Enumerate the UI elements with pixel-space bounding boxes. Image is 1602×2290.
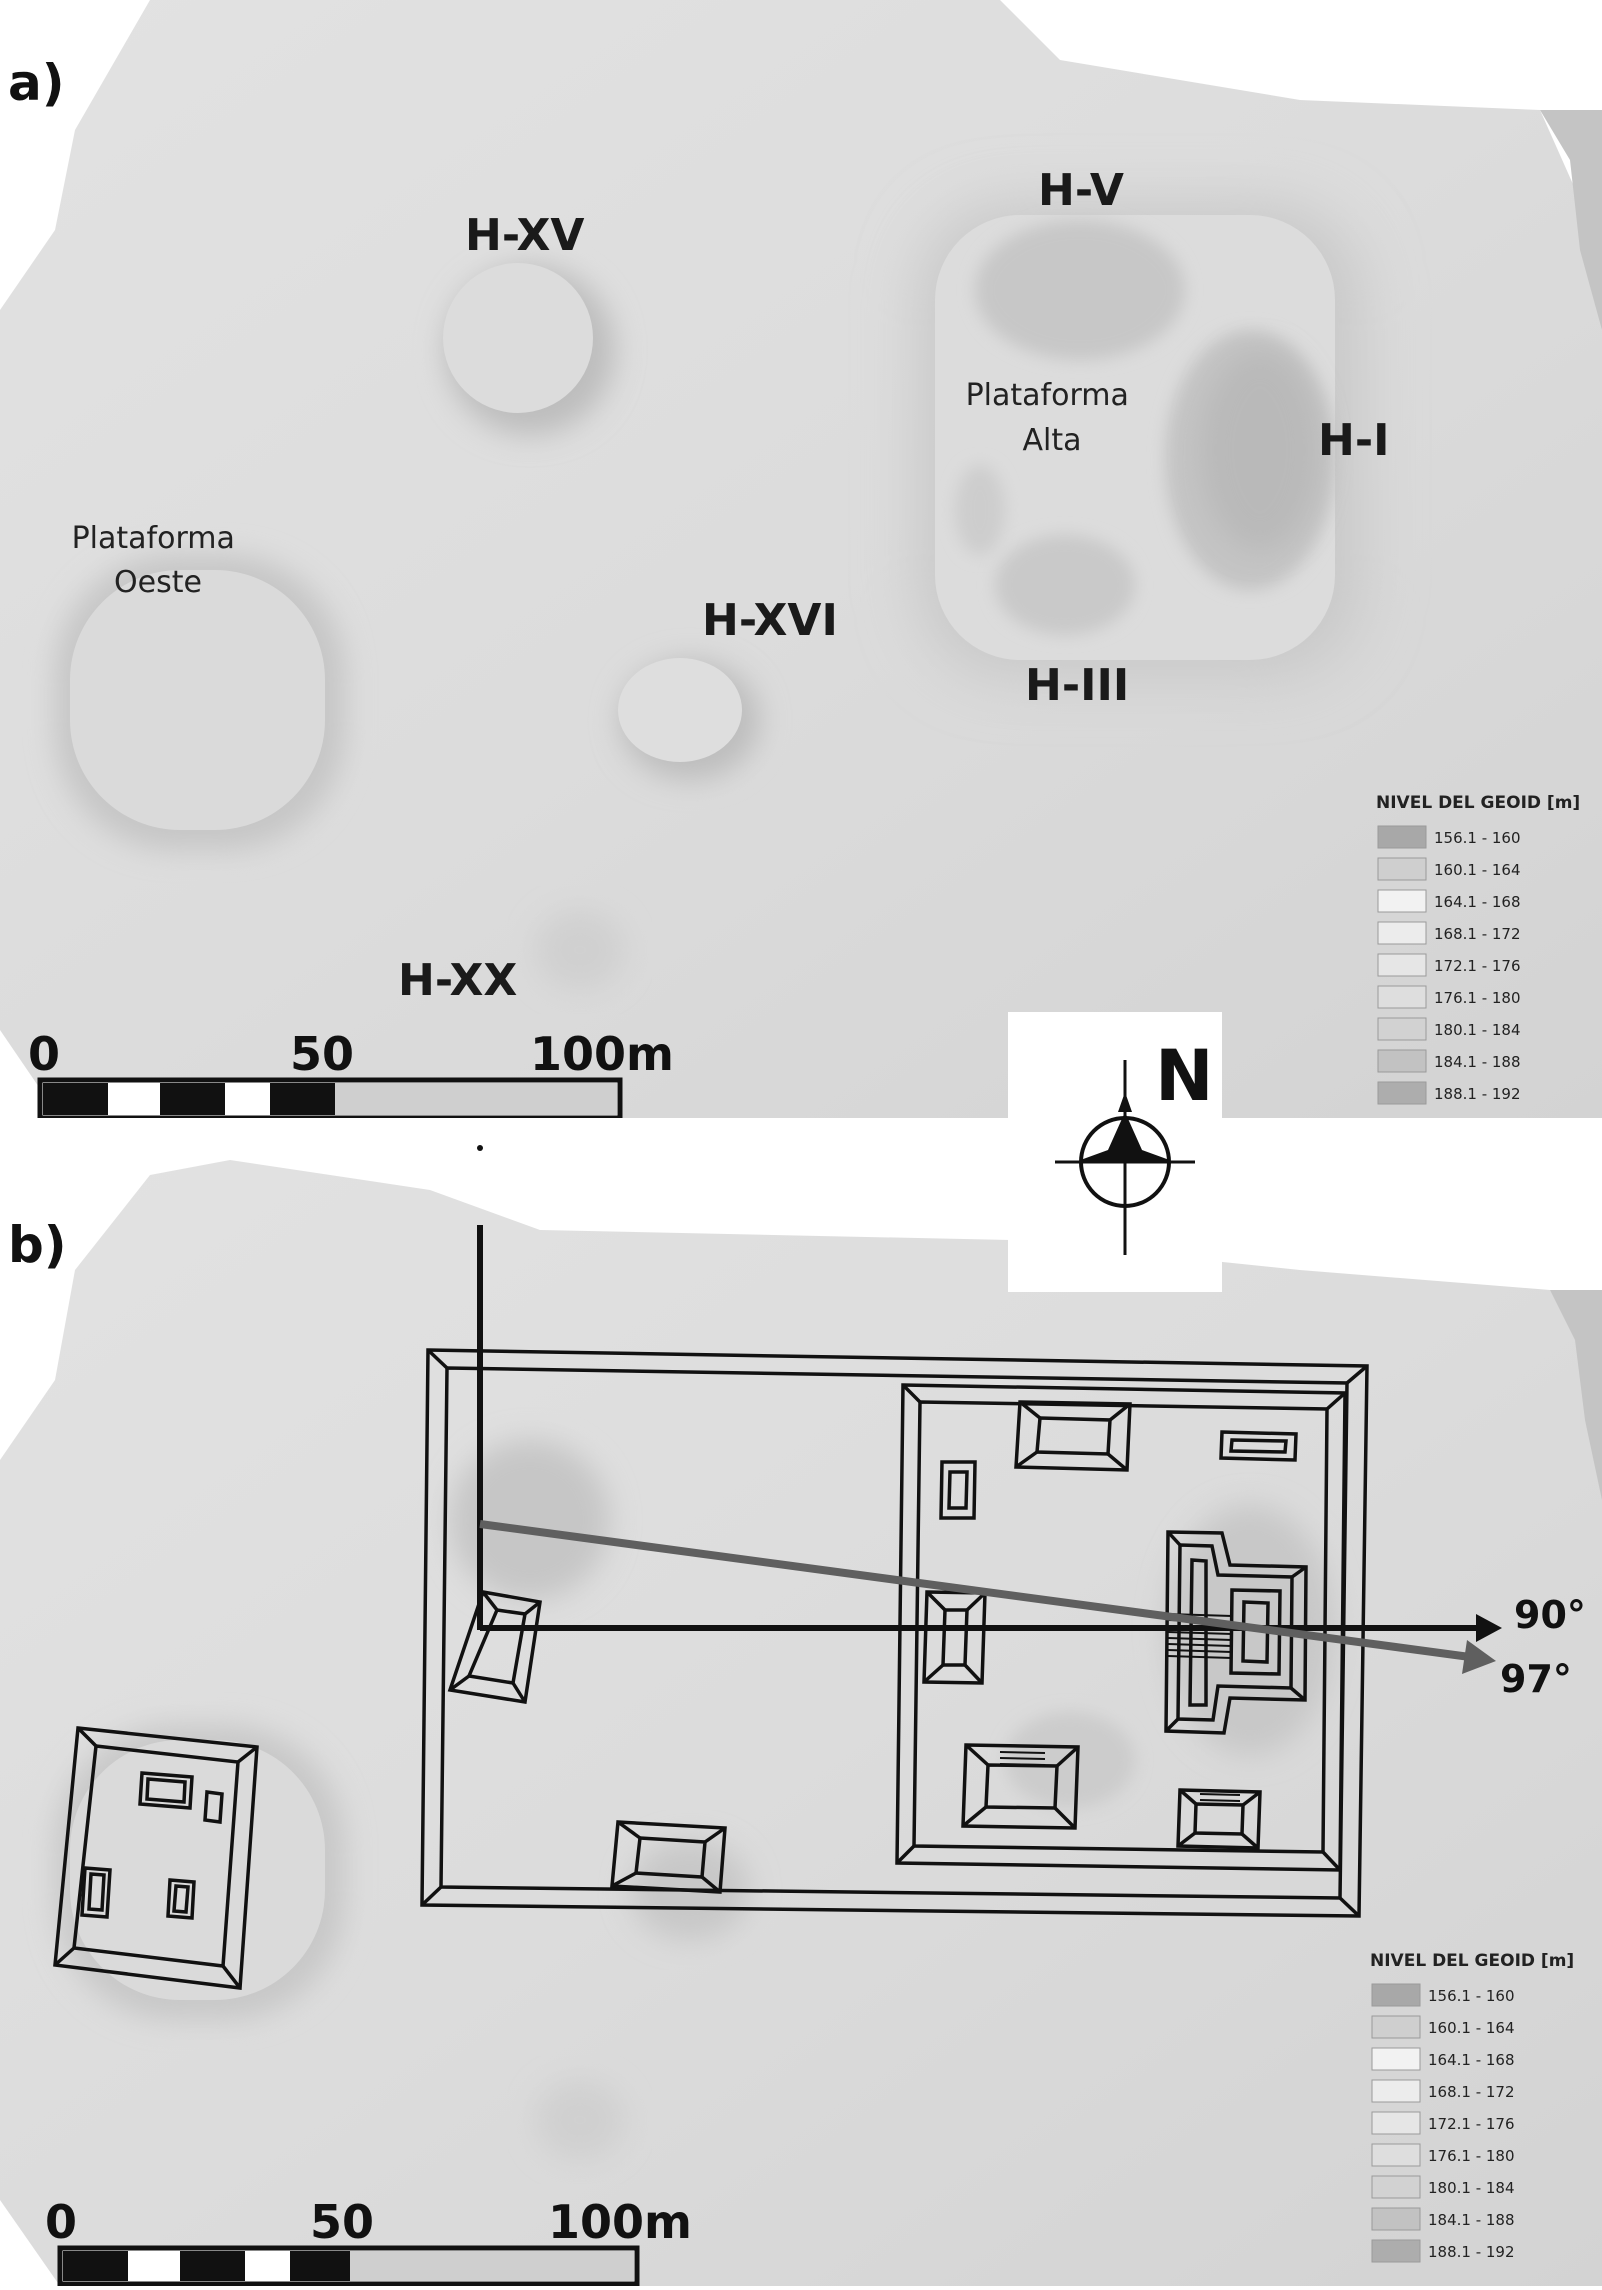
legend-b-swatch [1371, 2143, 1421, 2167]
legend-a-item-label: 176.1 - 180 [1434, 989, 1521, 1007]
legend-b-swatch [1371, 2079, 1421, 2103]
label-h-iii: H-III [1025, 660, 1129, 711]
azimuth-97-line [479, 1520, 1471, 1661]
mound-h-xvi [618, 658, 760, 780]
mound-plataforma-alta [920, 205, 1360, 675]
label-h-xvi: H-XVI [702, 595, 838, 646]
legend-a-swatch [1377, 953, 1427, 977]
legend-a-swatch [1377, 825, 1427, 849]
legend-b-swatch [1371, 2047, 1421, 2071]
scale-a-tick-0: 0 [28, 1027, 60, 1081]
structure-west-inner [922, 1590, 987, 1685]
architectural-overlay [53, 1348, 1369, 1990]
scale-b-tick-100: 100m [548, 2195, 692, 2249]
legend-b-swatch [1371, 2015, 1421, 2039]
legend-a-item-label: 168.1 - 172 [1434, 925, 1521, 943]
mound-h-xv [443, 263, 615, 435]
legend-a-swatch [1377, 857, 1427, 881]
mound-plataforma-oeste [55, 555, 345, 850]
panel-b-map: 90° 97° b) 0 50 100m NIVEL DEL GEOID [m]… [0, 1145, 1602, 2287]
structure-h-xv [447, 1590, 542, 1705]
legend-b-swatch [1371, 2175, 1421, 2199]
legend-a-swatch [1377, 1081, 1427, 1105]
scale-a-tick-100: 100m [530, 1027, 674, 1081]
legend-b-title: NIVEL DEL GEOID [m] [1370, 1951, 1574, 1971]
panel-b-label: b) [8, 1216, 67, 1274]
legend-b-item-label: 180.1 - 184 [1428, 2179, 1515, 2197]
structure-se-stairs [1199, 1793, 1241, 1802]
mound-h-xx [535, 910, 625, 990]
legend-b-item-label: 168.1 - 172 [1428, 2083, 1515, 2101]
north-arrow: N [1008, 1012, 1222, 1292]
structure-small-nw [939, 1460, 977, 1520]
label-plataforma-alta: Plataforma Alta [966, 378, 1139, 458]
east-90-arrowhead [1476, 1614, 1502, 1642]
legend-b-item-label: 184.1 - 188 [1428, 2211, 1515, 2229]
alignment-lines: 90° 97° [477, 1145, 1586, 1701]
legend-panel-a: NIVEL DEL GEOID [m] 156.1 - 160 160.1 - 16… [1376, 793, 1580, 1105]
panel-a-map: a) H-XV H-V H-I H-XVI H-III H-XX Platafo… [0, 0, 1602, 1121]
inner-enclosure [895, 1383, 1347, 1872]
legend-a-title: NIVEL DEL GEOID [m] [1376, 793, 1580, 813]
legend-b-item-label: 156.1 - 160 [1428, 1987, 1515, 2005]
legend-b-item-label: 172.1 - 176 [1428, 2115, 1515, 2133]
scale-bar-b: 0 50 100m [45, 2195, 692, 2287]
legend-b-swatch [1371, 2239, 1421, 2263]
structure-h-iii-stairs [999, 1751, 1046, 1766]
north-letter: N [1155, 1035, 1214, 1117]
scale-b-tick-0: 0 [45, 2195, 77, 2249]
label-h-i: H-I [1318, 415, 1389, 466]
legend-b-item-label: 160.1 - 164 [1428, 2019, 1515, 2037]
scale-b-tick-50: 50 [310, 2195, 374, 2249]
legend-b-swatch [1371, 1983, 1421, 2007]
legend-a-item-label: 156.1 - 160 [1434, 829, 1521, 847]
legend-panel-b: NIVEL DEL GEOID [m] 156.1 - 160 160.1 - 16… [1370, 1951, 1574, 2263]
legend-b-item-label: 164.1 - 168 [1428, 2051, 1515, 2069]
angle-label-97: 97° [1500, 1657, 1572, 1701]
legend-b-swatch [1371, 2111, 1421, 2135]
scale-bar-a: 0 50 100m [28, 1027, 674, 1121]
legend-b-item-label: 176.1 - 180 [1428, 2147, 1515, 2165]
label-plataforma-oeste-line2: Oeste [114, 565, 202, 600]
outer-enclosure [420, 1348, 1369, 1918]
legend-a-item-label: 160.1 - 164 [1434, 861, 1521, 879]
legend-a-swatch [1377, 1049, 1427, 1073]
terrain-panel-b [0, 1160, 1602, 2286]
azimuth-97-arrowhead [1462, 1640, 1496, 1674]
structure-h-i [1164, 1530, 1308, 1735]
angle-label-90: 90° [1514, 1593, 1586, 1637]
legend-a-item-label: 172.1 - 176 [1434, 957, 1521, 975]
structure-se [1176, 1788, 1262, 1850]
legend-a-item-label: 184.1 - 188 [1434, 1053, 1521, 1071]
structure-h-v [1014, 1400, 1132, 1472]
legend-a-swatch [1377, 985, 1427, 1009]
label-h-v: H-V [1038, 165, 1124, 216]
legend-a-item-label: 164.1 - 168 [1434, 893, 1521, 911]
legend-a-swatch [1377, 889, 1427, 913]
legend-a-swatch [1377, 921, 1427, 945]
terrain-edge-east-a [1540, 110, 1602, 330]
north-arrow-pointer [1075, 1112, 1175, 1162]
legend-b-item-label: 188.1 - 192 [1428, 2243, 1515, 2261]
structure-h-xvi [610, 1820, 727, 1894]
scale-a-tick-50: 50 [290, 1027, 354, 1081]
legend-a-item-label: 188.1 - 192 [1434, 1085, 1521, 1103]
legend-a-item-label: 180.1 - 184 [1434, 1021, 1521, 1039]
label-h-xx: H-XX [398, 955, 517, 1006]
structure-h-iii [961, 1743, 1080, 1830]
structure-small-ne [1219, 1430, 1298, 1462]
label-plataforma-alta-line1: Plataforma [966, 378, 1129, 413]
panel-a-label: a) [8, 54, 65, 112]
north-arrow-pointer-tip [1118, 1092, 1132, 1112]
meridian-top-dot [477, 1145, 483, 1151]
terrain-edge-east-b [1550, 1290, 1602, 1500]
legend-a-swatch [1377, 1017, 1427, 1041]
legend-b-swatch [1371, 2207, 1421, 2231]
label-plataforma-alta-line2: Alta [1022, 423, 1081, 458]
label-plataforma-oeste-line1: Plataforma [72, 521, 235, 556]
label-plataforma-oeste: Plataforma Oeste [72, 521, 245, 600]
structure-plataforma-oeste [53, 1726, 259, 1990]
label-h-xv: H-XV [465, 210, 584, 261]
